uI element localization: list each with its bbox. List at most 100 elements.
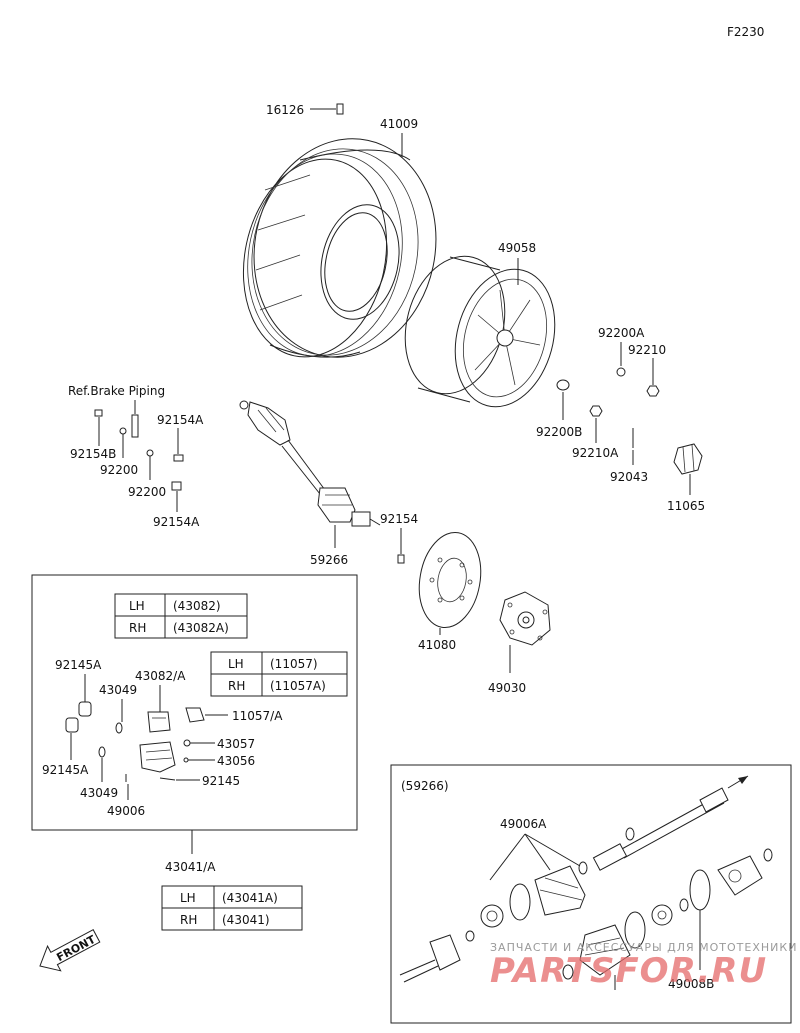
watermark-line1: ЗАПЧАСТИ И АКСЕССУАРЫ ДЛЯ МОТОТЕХНИКИ bbox=[490, 941, 797, 954]
bolt-92145[interactable] bbox=[159, 777, 176, 781]
table-11057-r1-c1: (11057A) bbox=[270, 679, 326, 693]
label-43041A: 43041/A bbox=[165, 860, 216, 874]
label-41080: 41080 bbox=[418, 638, 456, 652]
label-49008B: 49008B bbox=[668, 977, 714, 991]
label-92145: 92145 bbox=[202, 774, 240, 788]
front-label: FRONT bbox=[54, 933, 98, 964]
band-ring-b[interactable] bbox=[624, 911, 646, 949]
hub-49030[interactable] bbox=[499, 591, 551, 646]
label-92210: 92210 bbox=[628, 343, 666, 357]
clip-d[interactable] bbox=[679, 898, 689, 912]
label-92200-b: 92200 bbox=[128, 485, 166, 499]
boot-outer[interactable] bbox=[534, 865, 586, 916]
table-43082-r1-c1: (43082A) bbox=[173, 621, 229, 635]
caliper-body[interactable] bbox=[139, 741, 176, 773]
label-41009: 41009 bbox=[380, 117, 418, 131]
snap-ring[interactable] bbox=[689, 869, 711, 911]
label-92043: 92043 bbox=[610, 470, 648, 484]
table-43082-r0-c1: (43082) bbox=[173, 599, 221, 613]
clip-c[interactable] bbox=[465, 930, 475, 942]
label-ref-brake-piping: Ref.Brake Piping bbox=[68, 384, 165, 398]
nut-92200A[interactable] bbox=[616, 367, 626, 377]
cv-joint-inner-left[interactable] bbox=[480, 904, 504, 928]
label-49006A: 49006A bbox=[500, 817, 547, 831]
pad-spring-11057[interactable] bbox=[185, 707, 205, 723]
label-16126: 16126 bbox=[266, 103, 304, 117]
inset-title: (59266) bbox=[401, 779, 449, 793]
label-43057: 43057 bbox=[217, 737, 255, 751]
drive-shaft-59266[interactable] bbox=[239, 400, 381, 527]
bracket-upper[interactable] bbox=[131, 414, 139, 438]
outer-stub-shaft[interactable] bbox=[399, 934, 461, 983]
clamp-92154A-b[interactable] bbox=[171, 481, 182, 491]
figure-code: F2230 bbox=[727, 25, 764, 39]
table-11057-r0-c1: (11057) bbox=[270, 657, 318, 671]
clip-e[interactable] bbox=[763, 848, 773, 862]
label-49006: 49006 bbox=[107, 804, 145, 818]
label-92200A: 92200A bbox=[598, 326, 645, 340]
wheel-49058[interactable] bbox=[391, 245, 570, 418]
clamp-92154A-a[interactable] bbox=[173, 454, 184, 462]
label-11065: 11065 bbox=[667, 499, 705, 513]
watermark: ЗАПЧАСТИ И АКСЕССУАРЫ ДЛЯ МОТОТЕХНИКИ PA… bbox=[490, 941, 797, 991]
label-92200-a: 92200 bbox=[100, 463, 138, 477]
nut-92210[interactable] bbox=[646, 385, 660, 397]
table-11057-r1-c0: RH bbox=[228, 679, 245, 693]
label-92145A-b: 92145A bbox=[42, 763, 89, 777]
table-11057-r0-c0: LH bbox=[228, 657, 244, 671]
seal-43049-a[interactable] bbox=[115, 722, 123, 734]
label-92210A: 92210A bbox=[572, 446, 619, 460]
table-43082-r1-c0: RH bbox=[129, 621, 146, 635]
clip-f[interactable] bbox=[562, 964, 574, 980]
label-49058: 49058 bbox=[498, 241, 536, 255]
cap-43056[interactable] bbox=[183, 757, 189, 763]
label-92154A-b: 92154A bbox=[153, 515, 200, 529]
valve-16126[interactable] bbox=[310, 103, 344, 115]
label-92145A-a: 92145A bbox=[55, 658, 102, 672]
band-ring-a[interactable] bbox=[509, 883, 531, 921]
table-43041-r0-c1: (43041A) bbox=[222, 891, 278, 905]
pin-92145A-a[interactable] bbox=[78, 701, 92, 717]
brake-disc-41080[interactable] bbox=[412, 528, 488, 633]
label-43049-a: 43049 bbox=[99, 683, 137, 697]
label-43049-b: 43049 bbox=[80, 786, 118, 800]
seal-43049-b[interactable] bbox=[98, 746, 106, 758]
table-43082: LH (43082) RH (43082A) bbox=[114, 593, 248, 639]
label-43082A: 43082/A bbox=[135, 669, 186, 683]
label-92154A-a: 92154A bbox=[157, 413, 204, 427]
caliper-bracket-43082[interactable] bbox=[147, 711, 171, 733]
label-11057A: 11057/A bbox=[232, 709, 283, 723]
table-43082-r0-c0: LH bbox=[129, 599, 145, 613]
bleeder-43057[interactable] bbox=[183, 739, 191, 747]
bolt-92200-b[interactable] bbox=[146, 449, 154, 457]
clamp-92154B[interactable] bbox=[94, 409, 103, 417]
cv-joint-inner-right[interactable] bbox=[651, 904, 673, 926]
nut-92210A[interactable] bbox=[589, 405, 603, 417]
label-43056: 43056 bbox=[217, 754, 255, 768]
watermark-logo: PARTSFOR.RU bbox=[490, 951, 767, 991]
castle-nut-11065[interactable] bbox=[673, 443, 703, 475]
label-59266: 59266 bbox=[310, 553, 348, 567]
bolt-92154[interactable] bbox=[397, 554, 405, 564]
table-43041: LH (43041A) RH (43041) bbox=[161, 885, 303, 931]
label-92154B: 92154B bbox=[70, 447, 116, 461]
bolt-92200-a[interactable] bbox=[119, 427, 127, 435]
washer-92200B[interactable] bbox=[556, 379, 570, 391]
clip-b[interactable] bbox=[625, 827, 635, 841]
caliper-group-box bbox=[31, 574, 358, 831]
shaft-inset-box bbox=[390, 764, 792, 1024]
table-43041-r1-c1: (43041) bbox=[222, 913, 270, 927]
tire-41009[interactable] bbox=[226, 122, 456, 375]
label-92154: 92154 bbox=[380, 512, 418, 526]
label-92200B: 92200B bbox=[536, 425, 582, 439]
front-arrow-icon: FRONT bbox=[39, 929, 101, 972]
pin-92145A-b[interactable] bbox=[65, 717, 79, 733]
clip-a[interactable] bbox=[578, 861, 588, 875]
inner-shaft[interactable] bbox=[592, 775, 749, 871]
table-43041-r0-c0: LH bbox=[180, 891, 196, 905]
label-49030: 49030 bbox=[488, 681, 526, 695]
cv-housing-right[interactable] bbox=[717, 855, 763, 896]
table-43041-r1-c0: RH bbox=[180, 913, 197, 927]
boot-inner[interactable] bbox=[579, 924, 631, 976]
